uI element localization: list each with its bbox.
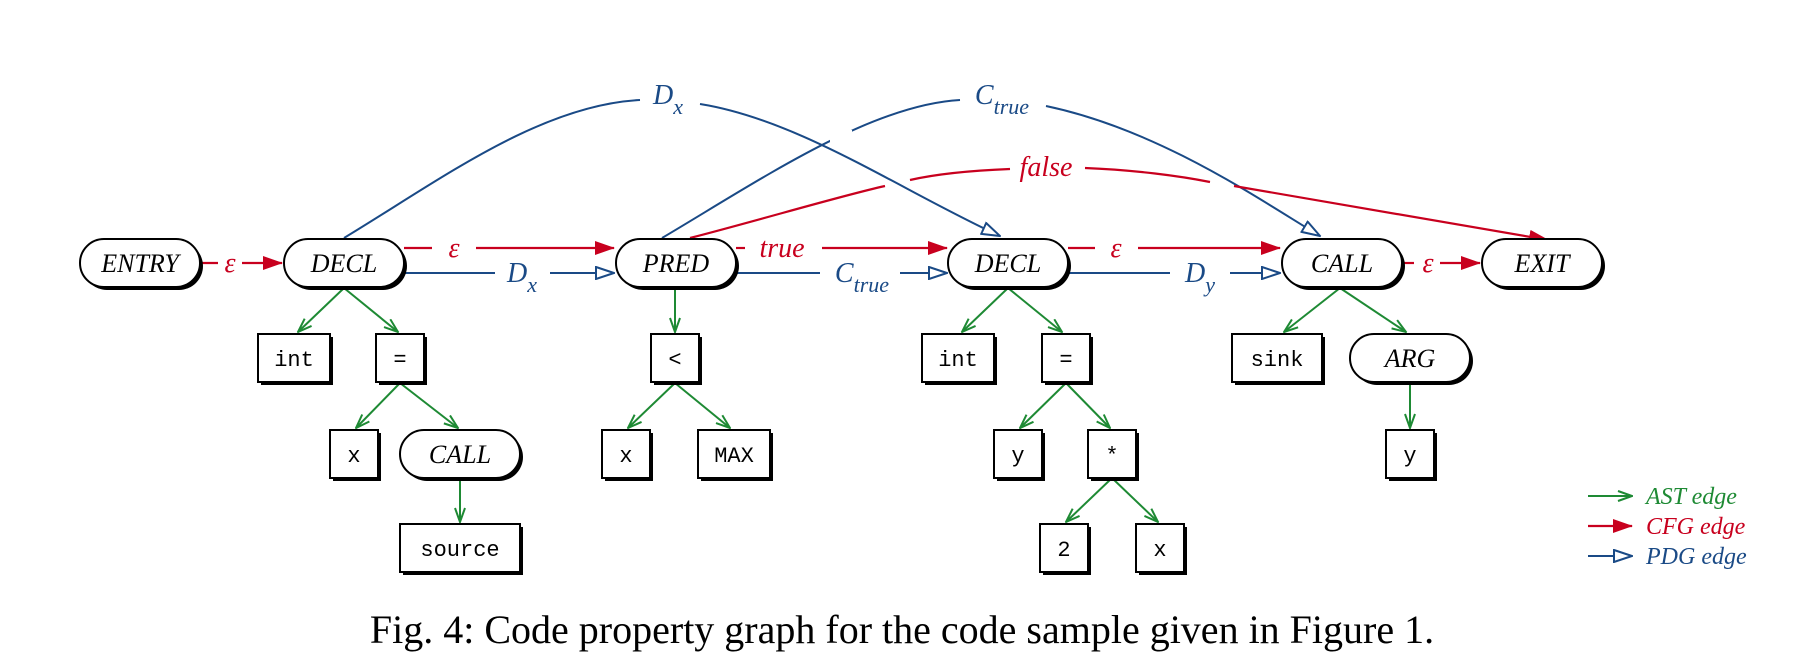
pdg-arc-decl-to-decl: [343, 99, 641, 239]
node-decl-2-label: DECL: [974, 249, 1041, 278]
label-pdg-decl-pred: Dx: [506, 258, 537, 297]
node-sink-label: sink: [1251, 348, 1304, 373]
node-int-1-label: int: [274, 348, 314, 373]
node-source-label: source: [420, 538, 499, 563]
pdg-arc-decl-to-decl-tail: [699, 103, 1000, 236]
pdg-edges: [343, 99, 1320, 273]
label-cfg-decl-call: ε: [1110, 233, 1121, 264]
legend-cfg-label: CFG edge: [1646, 514, 1746, 540]
node-decl-1: DECL: [283, 238, 405, 288]
node-int-1: int: [257, 333, 331, 383]
node-assign-1-label: =: [393, 348, 406, 373]
node-exit: EXIT: [1481, 238, 1603, 288]
node-sink: sink: [1231, 333, 1323, 383]
node-call-2: CALL: [399, 429, 521, 479]
node-x-2-label: x: [619, 444, 632, 469]
cfg-false-arc-a: [689, 184, 886, 240]
node-x-2: x: [601, 429, 651, 479]
node-x-3: x: [1135, 523, 1185, 573]
node-x-1-label: x: [347, 444, 360, 469]
label-pdg-decl-call: Dy: [1184, 258, 1215, 297]
node-two-label: 2: [1057, 538, 1070, 563]
node-max: MAX: [697, 429, 771, 479]
node-arg: ARG: [1349, 333, 1471, 383]
figure-caption: Fig. 4: Code property graph for the code…: [369, 607, 1435, 652]
node-multiply: *: [1087, 429, 1137, 479]
label-cfg-decl-pred: ε: [448, 233, 459, 264]
label-cfg-false: false: [1020, 152, 1073, 183]
cfg-edges: [200, 166, 1549, 270]
node-call-2-label: CALL: [429, 440, 491, 469]
node-entry: ENTRY: [79, 238, 201, 288]
node-y-1-label: y: [1011, 444, 1024, 469]
node-multiply-label: *: [1105, 444, 1118, 469]
node-int-2-label: int: [938, 348, 978, 373]
legend-pdg-label: PDG edge: [1645, 544, 1747, 570]
ast-edges: [298, 287, 1410, 522]
node-call-1-label: CALL: [1311, 249, 1373, 278]
cfg-false-arc-c: [1084, 166, 1211, 184]
node-decl-2: DECL: [947, 238, 1069, 288]
node-assign-2-label: =: [1059, 348, 1072, 373]
node-call-1: CALL: [1281, 238, 1403, 288]
node-less-than-label: <: [668, 348, 681, 373]
node-x-1: x: [329, 429, 379, 479]
label-cfg-pred-decl: true: [759, 233, 804, 264]
node-source: source: [399, 523, 521, 573]
pdg-arc-pred-to-call-tail: [1045, 105, 1320, 236]
node-y-2-label: y: [1403, 444, 1416, 469]
node-pred: PRED: [615, 238, 737, 288]
label-pdg-pred-decl: Ctrue: [835, 258, 889, 297]
legend: AST edge CFG edge PDG edge: [1588, 484, 1747, 570]
label-pdg-arc-dx: Dx: [652, 80, 683, 119]
node-int-2: int: [921, 333, 995, 383]
node-decl-1-label: DECL: [310, 249, 377, 278]
cfg-false-arc-d: [1233, 184, 1549, 244]
node-exit-label: EXIT: [1514, 249, 1571, 278]
node-y-1: y: [993, 429, 1043, 479]
node-y-2: y: [1385, 429, 1435, 479]
node-entry-label: ENTRY: [100, 249, 181, 278]
node-x-3-label: x: [1153, 538, 1166, 563]
node-arg-label: ARG: [1383, 344, 1436, 373]
node-two: 2: [1039, 523, 1089, 573]
legend-ast-label: AST edge: [1644, 484, 1737, 510]
node-less-than: <: [650, 333, 700, 383]
cfg-false-arc-b: [909, 167, 1011, 182]
pdg-arc-pred-to-call: [661, 99, 961, 239]
node-assign-1: =: [375, 333, 425, 383]
label-pdg-arc-ctrue: Ctrue: [975, 80, 1029, 119]
node-pred-label: PRED: [642, 249, 710, 278]
label-cfg-entry-decl: ε: [224, 248, 235, 279]
node-max-label: MAX: [714, 444, 754, 469]
label-cfg-call-exit: ε: [1422, 248, 1433, 279]
node-assign-2: =: [1041, 333, 1091, 383]
